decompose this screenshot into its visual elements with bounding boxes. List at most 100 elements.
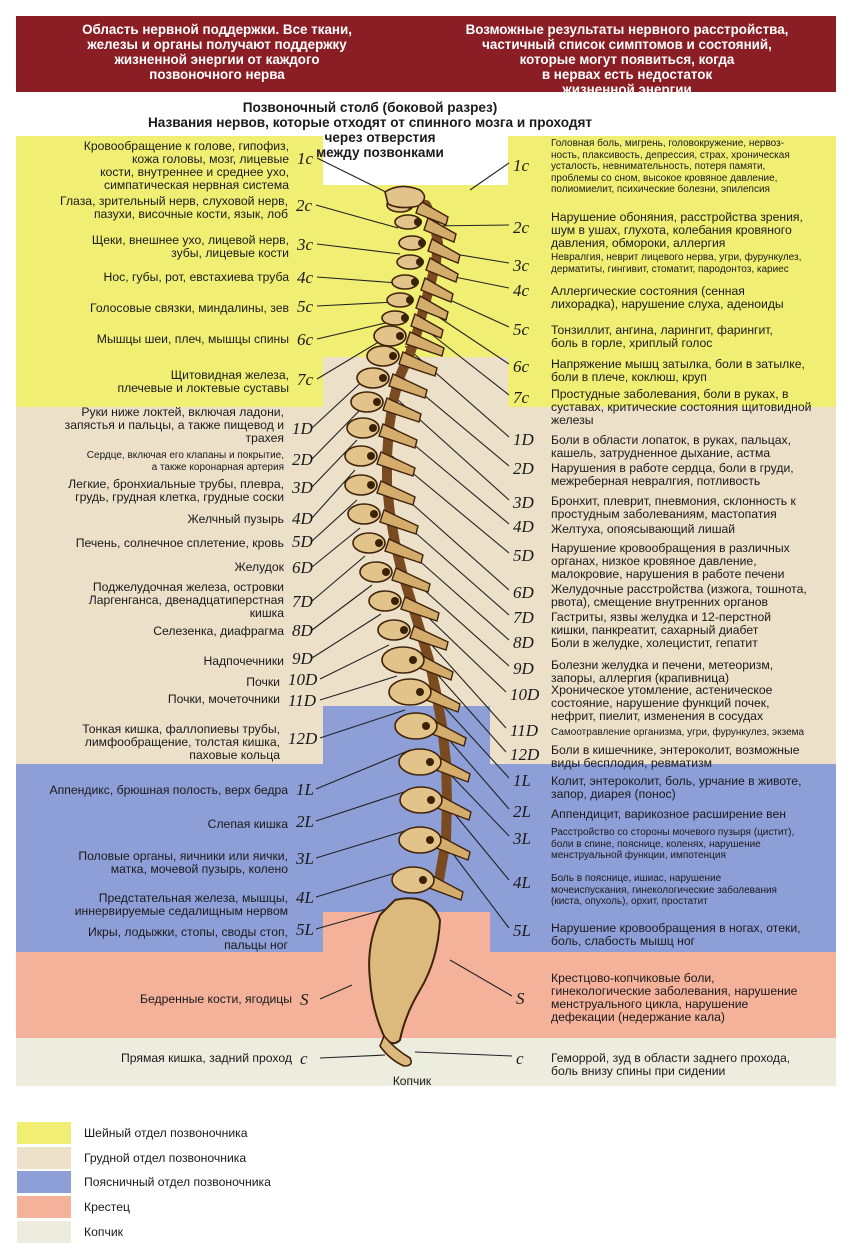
left-label-line: Предстательная железа, мышцы, <box>98 891 288 905</box>
right-label: Болезни желудка и печени, метеоризм,запо… <box>551 659 833 685</box>
pointer-line-left <box>311 584 373 631</box>
right-label: Нарушение обоняния, расстройства зрения,… <box>551 211 833 250</box>
left-label-line: Селезенка, диафрагма <box>153 624 284 638</box>
vertebra-body <box>391 866 435 894</box>
nerve-code-right: 1c <box>513 156 530 175</box>
left-label-line: Щеки, внешнее ухо, лицевой нерв, <box>91 233 289 247</box>
left-label-line: Бедренные кости, ягодицы <box>139 992 292 1006</box>
intervertebral-foramen <box>416 258 424 266</box>
right-label-line: состояние, нарушение функций почек, <box>551 696 770 710</box>
nerve-code-left: 8D <box>292 621 313 640</box>
nerve-code-right: 3D <box>513 493 534 512</box>
right-label: Боли в области лопаток, в руках, пальцах… <box>551 434 833 460</box>
left-label-line: Ларгенганса, двенадцатиперстная <box>88 593 284 607</box>
left-label-line: Прямая кишка, задний проход <box>120 1051 292 1065</box>
left-label-line: симпатическая нервная система <box>104 178 289 192</box>
pointer-line-right <box>449 959 513 997</box>
right-label-line: Крестцово-копчиковые боли, <box>551 971 715 985</box>
right-label: Головная боль, мигрень, головокружение, … <box>551 138 833 196</box>
pointer-line-left <box>316 243 401 255</box>
pointer-line-left <box>311 469 356 519</box>
intervertebral-foramen <box>370 510 378 518</box>
right-label-line: Нарушение кровообращения в различных <box>551 541 790 555</box>
right-label-line: боли в плече, коклюш, круп <box>551 370 707 384</box>
right-label-line: ность, плаксивость, депрессия, страх, хр… <box>551 149 790 161</box>
right-label-line: (киста, опухоль), орхит, простатит <box>551 896 708 907</box>
left-label-line: Нос, губы, рот, евстахиева труба <box>103 270 289 284</box>
pointer-line-left <box>319 1054 386 1059</box>
vertebra-body <box>350 391 384 413</box>
header-right-line: Возможные результаты нервного расстройст… <box>465 22 789 37</box>
diagram-subtitle: Названия нервов, которые отходят от спин… <box>147 115 593 130</box>
spinous-process <box>409 625 449 651</box>
nerve-code-left: 6D <box>292 558 313 577</box>
header-right-line: жизненной энергии <box>562 82 692 97</box>
left-label: Бедренные кости, ягодицы <box>18 993 292 1006</box>
right-label-line: менструального цикла, нарушение <box>551 997 749 1011</box>
right-label: Крестцово-копчиковые боли,гинекологическ… <box>551 972 833 1024</box>
left-label-line: Слепая кишка <box>207 817 288 831</box>
right-label: Боли в кишечнике, энтероколит, возможные… <box>551 744 833 770</box>
spinous-process <box>415 294 449 321</box>
intervertebral-foramen <box>379 374 387 382</box>
header-right: Возможные результаты нервного расстройст… <box>418 16 836 97</box>
left-label: Надпочечники <box>18 655 284 668</box>
vertebra-body <box>398 748 442 776</box>
nerve-code-right: 4L <box>513 873 531 892</box>
left-label-line: Кровообращение к голове, гипофиз, <box>83 139 289 153</box>
nerve-code-left: 3L <box>296 849 314 868</box>
right-label-line: простудным заболеваниям, мастопатия <box>551 507 777 521</box>
pointer-line-left <box>315 749 411 790</box>
diagram-title: Позвоночный столб (боковой разрез) <box>242 100 498 115</box>
right-label-line: Болезни желудка и печени, метеоризм, <box>551 658 774 672</box>
left-label-line: Глаза, зрительный нерв, слуховой нерв, <box>60 194 288 208</box>
nerve-code-right: 2D <box>513 459 534 478</box>
right-label: Напряжение мышц затылка, боли в затылке,… <box>551 358 833 384</box>
right-label-line: Простудные заболевания, боли в руках, в <box>551 387 789 401</box>
right-label-line: кашель, затрудненное дыхание, астма <box>551 446 771 460</box>
left-label: Голосовые связки, миндалины, зев <box>18 302 289 315</box>
left-label: Прямая кишка, задний проход <box>18 1052 292 1065</box>
spinous-process <box>398 351 438 377</box>
pointer-line-left <box>311 439 358 488</box>
left-label: Сердце, включая его клапаны и покрытие,а… <box>18 450 284 473</box>
nerve-code-left: 1D <box>292 419 313 438</box>
left-label-line: Почки <box>246 675 280 689</box>
nerve-code-left: 3c <box>297 235 314 254</box>
right-label-line: полиомиелит, психические болезни, эпилеп… <box>551 184 770 195</box>
nerve-code-right: 8D <box>513 633 534 652</box>
right-label: Желудочные расстройства (изжога, тошнота… <box>551 583 833 609</box>
left-label: Половые органы, яичники или яички,матка,… <box>18 850 288 876</box>
right-label-line: гинекологические заболевания, нарушение <box>551 984 798 998</box>
vertebra-body <box>347 503 381 525</box>
vertebra-body <box>359 561 393 583</box>
intervertebral-foramen <box>414 218 422 226</box>
nerve-code-right: 4D <box>513 517 534 536</box>
vertebra-body <box>344 474 378 496</box>
left-label-line: грудь, грудная клетка, грудные соски <box>75 490 284 504</box>
intervertebral-foramen <box>416 688 424 696</box>
left-label: Слепая кишка <box>18 818 288 831</box>
right-label-line: Колит, энтероколит, боль, урчание в живо… <box>551 774 802 788</box>
pointer-line-left <box>315 789 411 822</box>
left-label: Икры, лодыжки, стопы, своды стоп,пальцы … <box>18 926 288 952</box>
left-label-line: пальцы ног <box>224 938 288 952</box>
left-label-line: кости, внутреннее и среднее ухо, <box>100 165 289 179</box>
left-label: Щеки, внешнее ухо, лицевой нерв,зубы, ли… <box>18 234 289 260</box>
right-label: Колит, энтероколит, боль, урчание в живо… <box>551 775 833 801</box>
left-label-line: иннервируемые седалищным нервом <box>74 904 288 918</box>
right-label-line: проблемы со сном, высокое кровяное давле… <box>551 172 778 184</box>
vertebra-body <box>388 678 432 706</box>
right-label-line: Желтуха, опоясывающий лишай <box>551 522 736 536</box>
right-label-line: боли в спине, пояснице, коленях, нарушен… <box>551 838 761 850</box>
vertebra-body <box>398 826 442 854</box>
spinous-process <box>391 567 431 593</box>
nerve-code-right: c <box>516 1049 524 1068</box>
left-label-line: кожа головы, мозг, лицевые <box>131 152 289 166</box>
nerve-code-right: 5D <box>513 546 534 565</box>
right-label-line: Расстройство со стороны мочевого пузыря … <box>551 827 795 838</box>
nerve-code-right: 2c <box>513 218 530 237</box>
